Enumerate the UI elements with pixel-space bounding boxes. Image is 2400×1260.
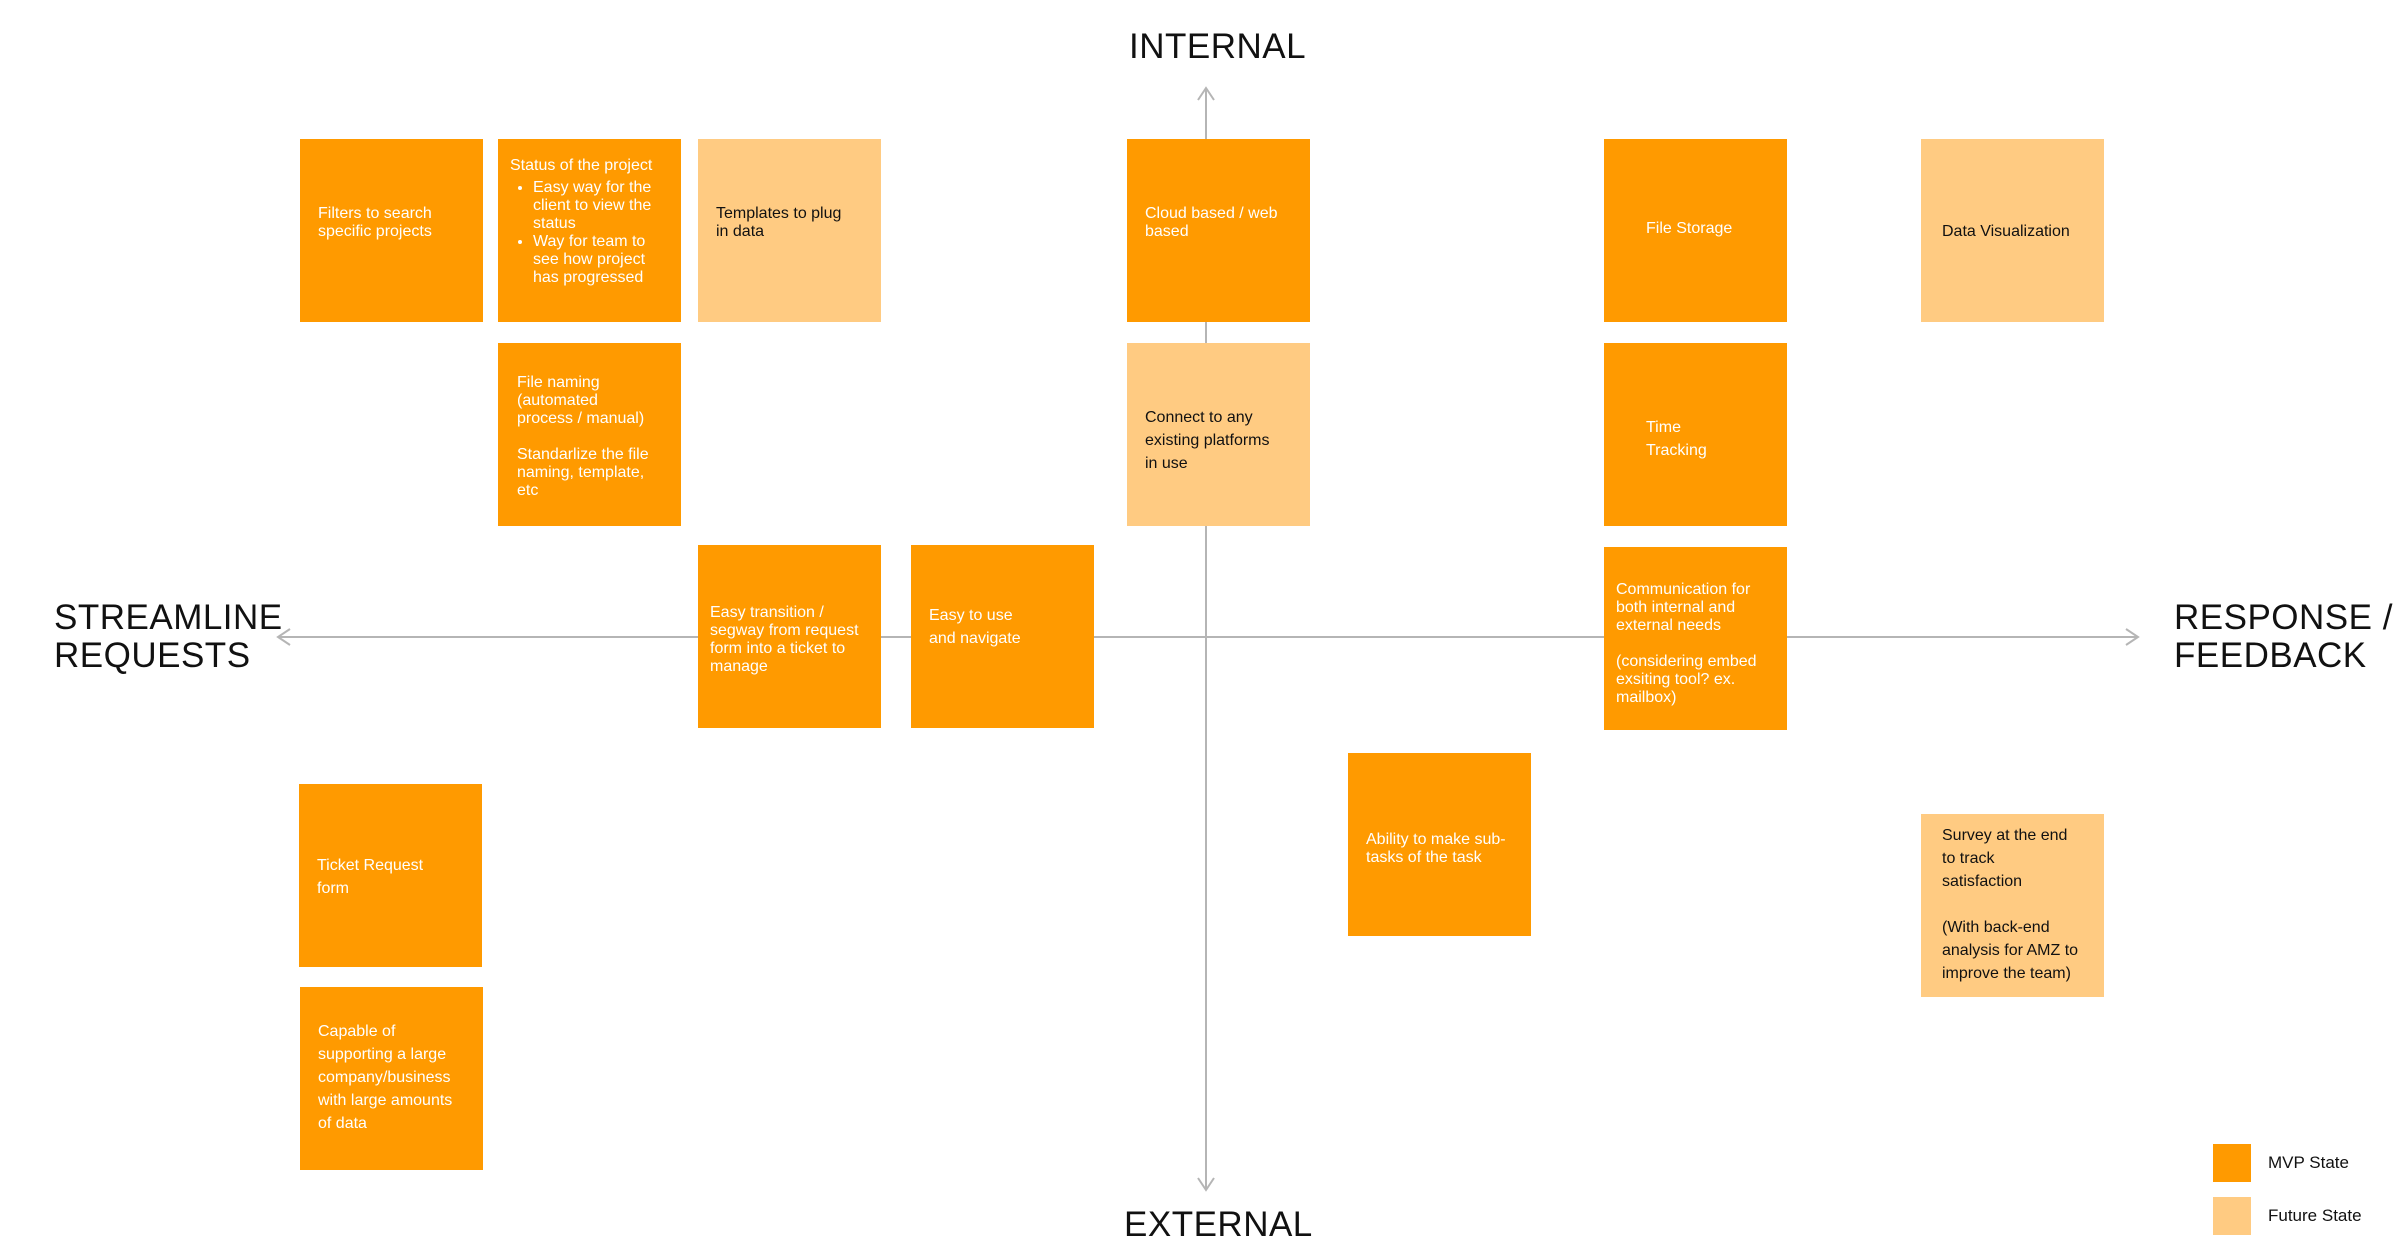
sticky-note-file-naming[interactable]: File naming (automated process / manual)… — [498, 343, 681, 526]
axis-label-streamline-requests: STREAMLINE REQUESTS — [54, 598, 283, 675]
bullet-item: Easy way for the client to view the stat… — [533, 179, 669, 233]
sticky-note-ticket-request[interactable]: Ticket Request form — [299, 784, 482, 967]
axis-label-response-feedback: RESPONSE / FEEDBACK — [2174, 598, 2393, 675]
arrow-down-icon — [1197, 1177, 1215, 1192]
sticky-note-filters[interactable]: Filters to search specific projects — [300, 139, 483, 322]
arrow-right-icon — [2125, 628, 2140, 646]
sticky-note-communication[interactable]: Communication for both internal and exte… — [1604, 547, 1787, 730]
sticky-note-subtasks[interactable]: Ability to make sub- tasks of the task — [1348, 753, 1531, 936]
arrow-up-icon — [1197, 86, 1215, 101]
sticky-note-survey[interactable]: Survey at the end to track satisfaction … — [1921, 814, 2104, 997]
legend-label: MVP State — [2268, 1153, 2349, 1172]
sticky-note-file-storage[interactable]: File Storage — [1604, 139, 1787, 322]
legend-label: Future State — [2268, 1206, 2362, 1225]
legend-item-mvp: MVP State — [2213, 1144, 2349, 1182]
sticky-note-easy-transition[interactable]: Easy transition / segway from request fo… — [698, 545, 881, 728]
sticky-note-data-visualization[interactable]: Data Visualization — [1921, 139, 2104, 322]
bullet-item: Way for team to see how project has prog… — [533, 233, 669, 287]
sticky-note-cloud-based[interactable]: Cloud based / web based — [1127, 139, 1310, 322]
sticky-note-connect-platforms[interactable]: Connect to any existing platforms in use — [1127, 343, 1310, 526]
sticky-note-project-status[interactable]: Status of the project Easy way for the c… — [498, 139, 681, 322]
legend-swatch-future — [2213, 1197, 2251, 1235]
status-bullet-list: Easy way for the client to view the stat… — [510, 179, 669, 287]
arrow-left-icon — [276, 628, 291, 646]
sticky-note-time-tracking[interactable]: Time Tracking — [1604, 343, 1787, 526]
legend-item-future: Future State — [2213, 1197, 2362, 1235]
sticky-note-easy-to-use[interactable]: Easy to use and navigate — [911, 545, 1094, 728]
sticky-note-templates[interactable]: Templates to plug in data — [698, 139, 881, 322]
sticky-note-capable-large-data[interactable]: Capable of supporting a large company/bu… — [300, 987, 483, 1170]
axis-label-internal: INTERNAL — [1129, 27, 1307, 66]
axis-label-external: EXTERNAL — [1124, 1205, 1313, 1244]
legend-swatch-mvp — [2213, 1144, 2251, 1182]
